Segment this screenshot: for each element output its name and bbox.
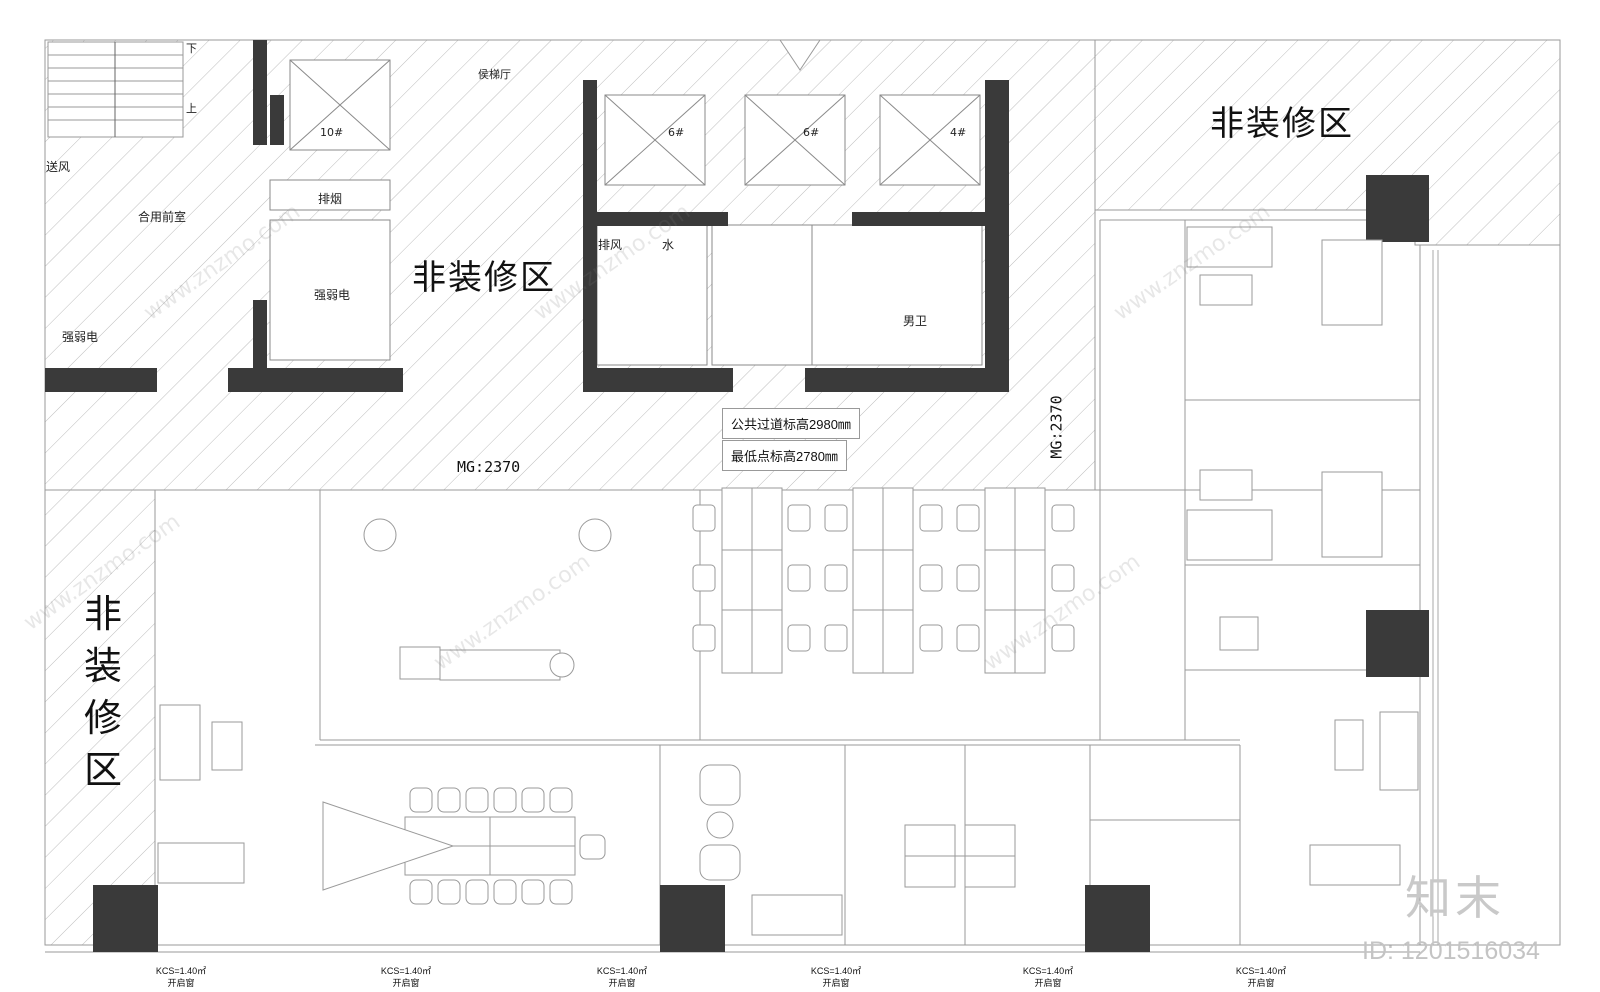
boundary-lines — [44, 39, 1561, 953]
smoke-exhaust-label: 排烟 — [318, 192, 343, 206]
power-room-label: 强弱电 — [314, 288, 351, 302]
watermark-logo: 知末 — [1405, 871, 1505, 925]
elevator-6b-label: 6# — [803, 126, 820, 139]
core-rooms — [269, 59, 983, 366]
mg-horizontal-label: MG:2370 — [457, 458, 521, 476]
stair-down-label: 下 — [186, 42, 197, 55]
watermark-id: ID: 1201516034 — [1362, 937, 1540, 965]
structural-walls — [45, 40, 1429, 952]
elevator-4-label: 4# — [950, 126, 967, 139]
lowest-point-note: 最低点标高2780㎜ — [722, 440, 847, 471]
power-room-label-2: 强弱电 — [62, 330, 99, 344]
elevator-6a-label: 6# — [668, 126, 685, 139]
shared-anteroom-label: 合用前室 — [138, 210, 187, 224]
corridor-height-note: 公共过道标高2980㎜ — [722, 408, 860, 439]
water-label: 水 — [662, 238, 675, 252]
stairs — [47, 41, 184, 138]
furniture — [157, 226, 1419, 936]
stair-up-label: 上 — [186, 102, 197, 115]
non-renovation-zone-left: 非装修区 — [83, 592, 122, 792]
facade-mullions — [1432, 250, 1439, 945]
non-renovation-zone-center: 非装修区 — [412, 258, 556, 298]
elevator-lobby-label: 侯梯厅 — [478, 68, 511, 81]
mg-vertical-label: MG:2370 — [1047, 395, 1066, 459]
air-supply-label: 送风 — [46, 160, 71, 174]
exhaust-label: 排风 — [598, 238, 623, 252]
non-renovation-zone-top-right: 非装修区 — [1210, 104, 1354, 144]
elevator-10-label: 10# — [320, 126, 344, 139]
mens-restroom-label: 男卫 — [903, 314, 928, 328]
workstations — [692, 487, 1075, 674]
